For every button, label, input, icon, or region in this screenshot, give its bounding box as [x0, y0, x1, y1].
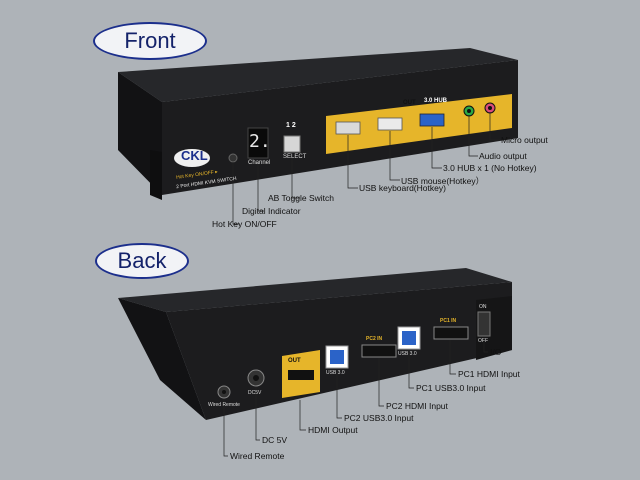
back-title: Back — [117, 248, 167, 273]
dc-port-text: DC5V — [248, 390, 262, 396]
ckl-logo — [174, 149, 210, 167]
select-button — [283, 135, 301, 153]
callout-digital-indicator: Digital Indicator — [242, 206, 301, 216]
display-digit: 2. — [249, 131, 271, 152]
callout-usb-mouse: USB mouse(Hotkey） — [401, 176, 485, 186]
callout-pc1-usb: PC1 USB3.0 Input — [416, 383, 486, 393]
back-out-text: OUT — [288, 358, 301, 364]
pc1-usb-port — [402, 331, 416, 345]
digital-display — [247, 127, 269, 159]
back-pc2-in-text: PC2 IN — [366, 336, 383, 342]
callout-usb-hub: 3.0 HUB x 1 (No Hotkey) — [443, 163, 537, 173]
hot-key-led — [228, 153, 238, 163]
brand-text: CKL — [181, 148, 208, 163]
callout-usb-keyboard: USB keyboard(Hotkey) — [359, 183, 446, 193]
callout-ab-toggle: AB Toggle Switch — [268, 193, 334, 203]
callout-dc5v: DC 5V — [262, 435, 288, 445]
front-title-bubble: Front — [93, 22, 207, 60]
callout-pc1-hdmi: PC1 HDMI Input — [458, 369, 520, 379]
callout-hdmi-output: HDMI Output — [308, 425, 358, 435]
select-text: SELECT — [283, 154, 307, 160]
channel-text: Channel — [248, 160, 271, 166]
callout-hot-key: Hot Key ON/OFF — [212, 219, 277, 229]
front-usb-keyboard-port — [335, 121, 361, 135]
wired-remote-port-text: Wired Remote — [208, 402, 240, 408]
pc1-hdmi-port — [433, 326, 469, 340]
back-usb3-a-text: USB 3.0 — [326, 370, 345, 376]
front-usb-mouse-port — [377, 117, 403, 131]
callout-pc2-hdmi: PC2 HDMI Input — [386, 401, 448, 411]
front-usb-hub-port — [419, 113, 445, 127]
pc2-usb-port — [330, 350, 344, 364]
switch-off-text: OFF — [478, 338, 488, 344]
callout-audio-output: Audio output — [479, 151, 527, 161]
front-title: Front — [124, 28, 176, 53]
back-pc1-in-text: PC1 IN — [440, 318, 457, 324]
back-device — [118, 268, 512, 457]
callout-pc2-usb: PC2 USB3.0 Input — [344, 413, 414, 423]
hub-text: 3.0 HUB — [424, 98, 448, 104]
select-numbers: 1 2 — [286, 122, 296, 129]
front-device — [118, 48, 518, 225]
back-title-bubble: Back — [95, 243, 189, 279]
hdmi-out-port — [288, 370, 314, 380]
switch-on-text: ON — [479, 304, 487, 310]
callout-wired-remote: Wired Remote — [230, 451, 285, 461]
back-usb3-b-text: USB 3.0 — [398, 351, 417, 357]
pc2-hdmi-port — [361, 344, 397, 358]
front-out-text: OUT — [403, 100, 416, 106]
callout-io: I/O — [490, 347, 502, 357]
power-switch — [477, 311, 491, 337]
callout-micro-output: Micro output — [501, 135, 548, 145]
